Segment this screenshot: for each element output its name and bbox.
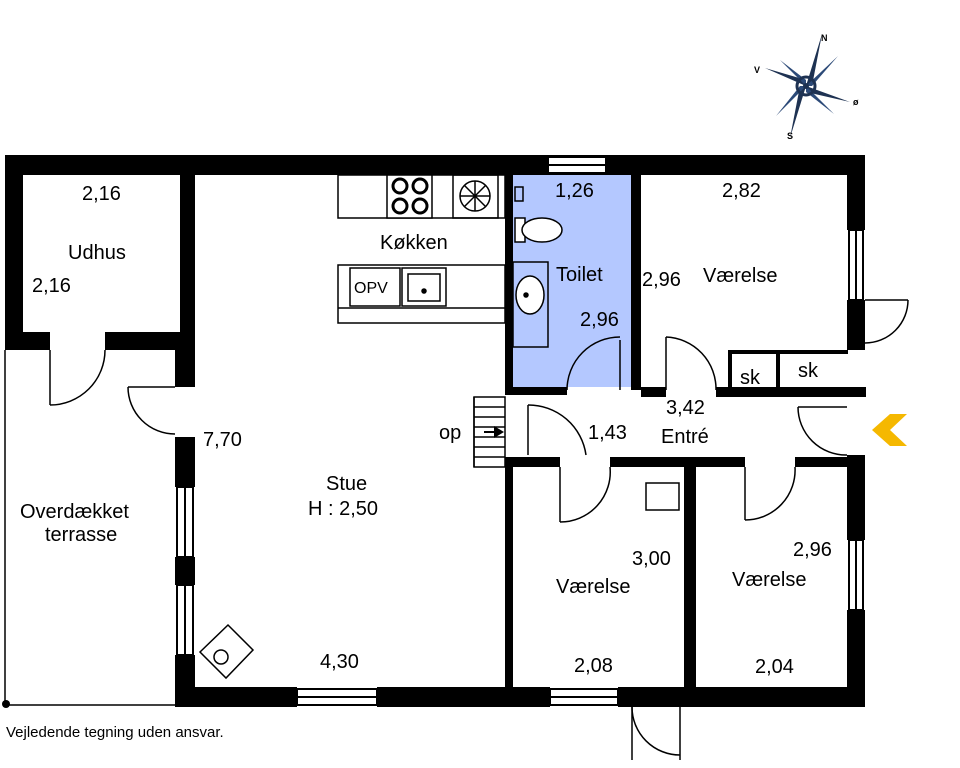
kokken-label: Køkken	[380, 232, 448, 254]
opv-label: OPV	[354, 280, 388, 297]
entre-dim-side: 1,43	[588, 422, 627, 444]
stue-height: H : 2,50	[308, 498, 378, 520]
entre-label: Entré	[661, 426, 709, 448]
doors	[49, 299, 909, 760]
udhus-dim-top: 2,16	[82, 183, 121, 205]
stairs-label: op	[439, 422, 461, 444]
kitchen-fixtures	[337, 174, 506, 324]
vaerelse-ne-dim-top: 2,82	[722, 180, 761, 202]
compass-rose-icon	[765, 34, 850, 138]
toilet-label: Toilet	[556, 264, 603, 286]
toilet-dim-top: 1,26	[555, 180, 594, 202]
compass-o-label: ø	[853, 97, 859, 107]
udhus-label: Udhus	[68, 242, 126, 264]
disclaimer-text: Vejledende tegning uden ansvar.	[6, 724, 224, 741]
udhus-dim-side: 2,16	[32, 275, 71, 297]
compass-n-label: N	[821, 33, 828, 43]
entre-dim-top: 3,42	[666, 397, 705, 419]
walls	[5, 155, 866, 707]
toilet-dim-side: 2,96	[580, 309, 619, 331]
vaerelse-se-dim-bottom: 2,04	[755, 656, 794, 678]
vaerelse-s-dim-side: 3,00	[632, 548, 671, 570]
toilet-fixtures	[512, 186, 563, 348]
compass-v-label: V	[754, 65, 760, 75]
stairs	[473, 396, 506, 468]
vaerelse-ne-label: Værelse	[703, 265, 777, 287]
stue-dim-side: 7,70	[203, 429, 242, 451]
sk2-label: sk	[798, 360, 819, 382]
terrace-corner-post	[2, 700, 10, 708]
vaerelse-s-dim-bottom: 2,08	[574, 655, 613, 677]
windows	[176, 156, 864, 706]
vaerelse-se-label: Værelse	[732, 569, 806, 591]
vaerelse-se-dim-side: 2,96	[793, 539, 832, 561]
floor-hatch	[645, 482, 680, 511]
wood-stove-icon	[198, 623, 255, 680]
vaerelse-s-label: Værelse	[556, 576, 630, 598]
stue-dim-bottom: 4,30	[320, 651, 359, 673]
stue-label: Stue	[326, 473, 367, 495]
vaerelse-ne-dim-side: 2,96	[642, 269, 681, 291]
terrasse-label-line2: terrasse	[45, 524, 117, 546]
entrance-arrow-icon	[872, 414, 907, 446]
terrasse-label-line1: Overdækket	[20, 501, 129, 523]
sk1-label: sk	[740, 367, 761, 389]
compass-s-label: S	[787, 131, 793, 141]
terrace-outline	[4, 350, 175, 706]
stairs-arrow-icon	[494, 426, 504, 438]
